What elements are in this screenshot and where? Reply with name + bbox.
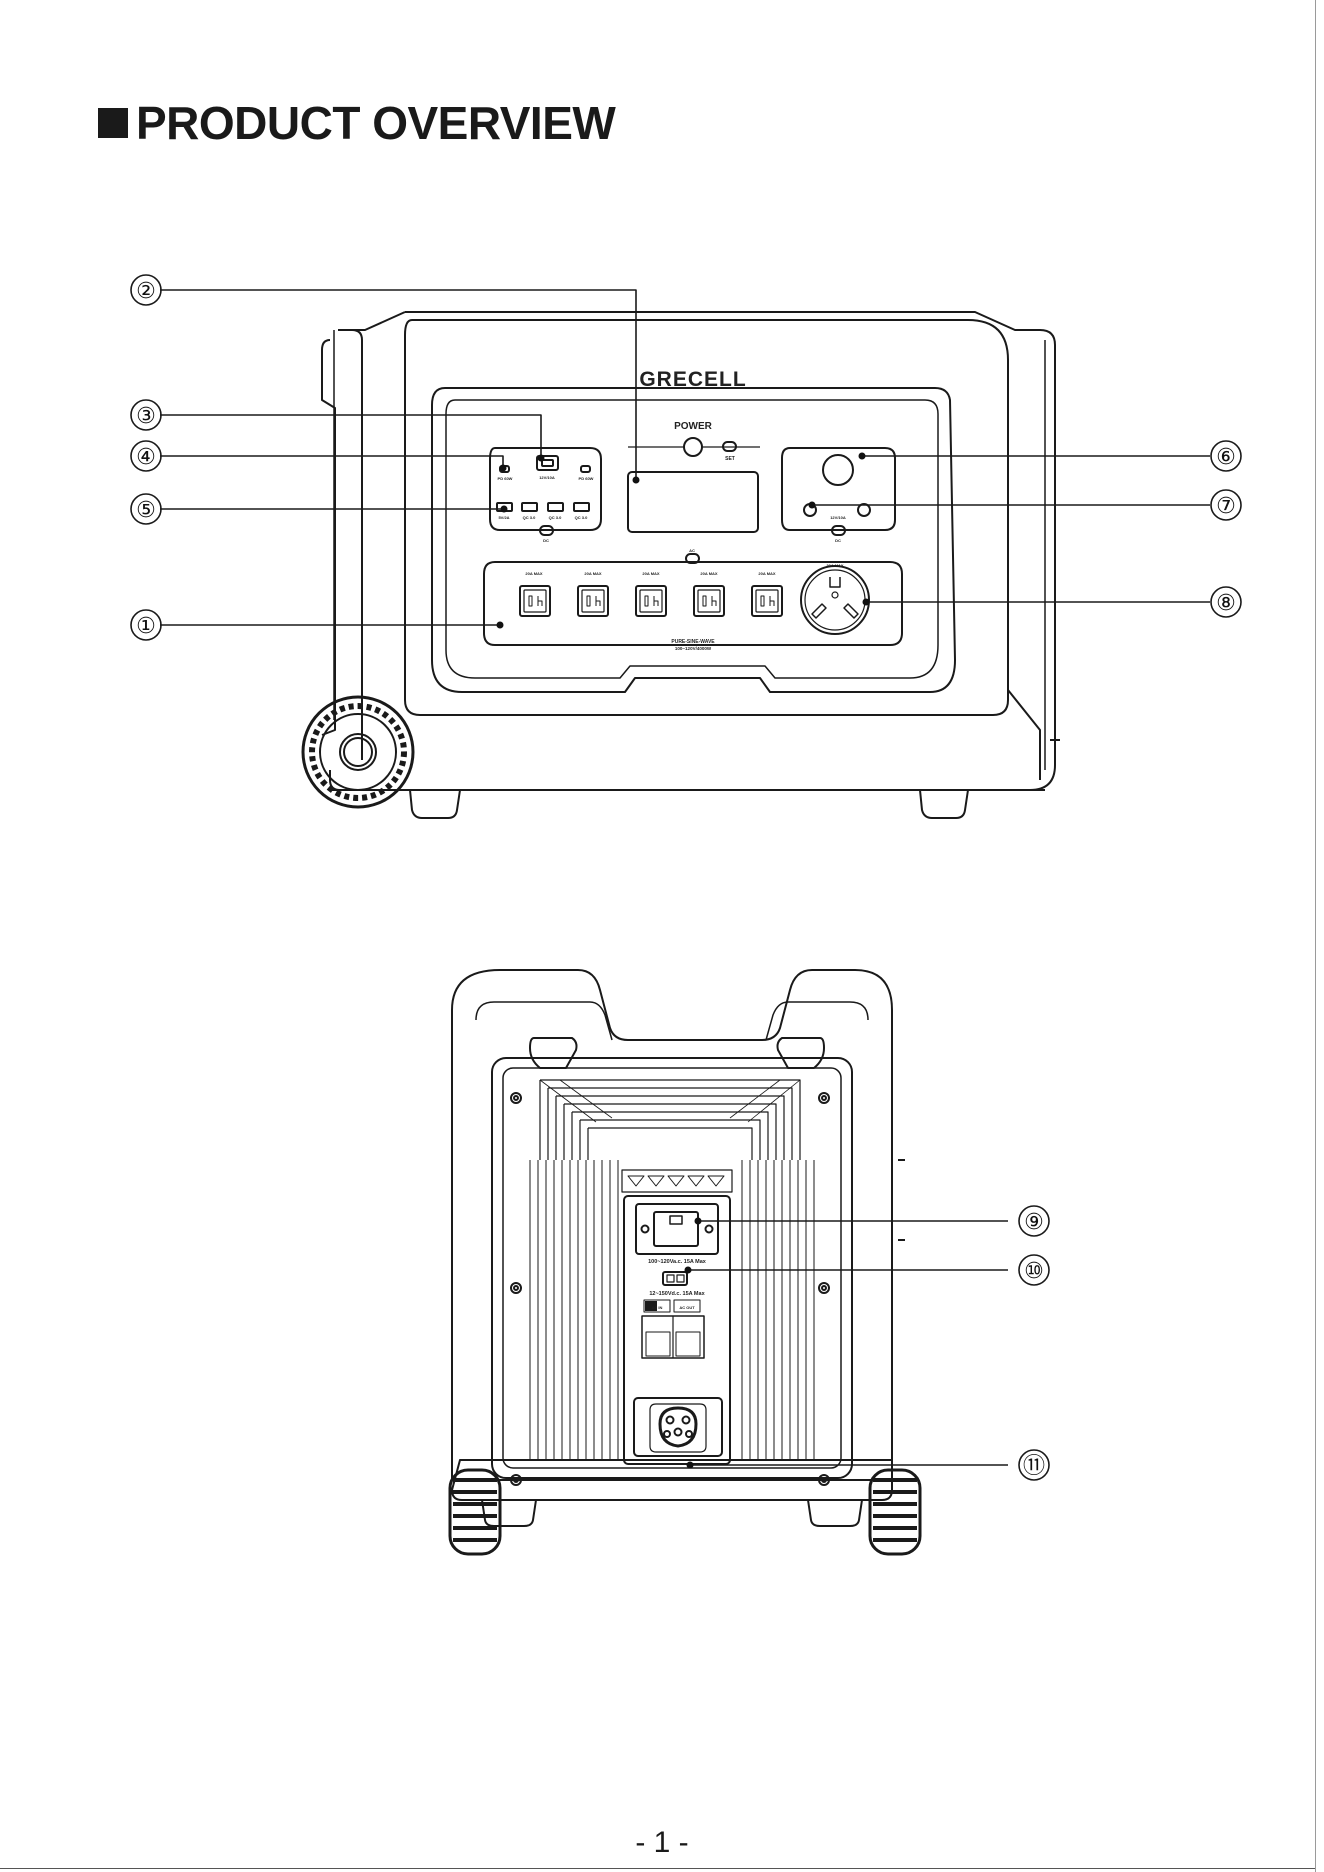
callout-leaders bbox=[160, 290, 1210, 1465]
page-number: - 1 - bbox=[0, 1826, 1324, 1860]
dc-input-rating: 12~150Vd.c. 15A Max bbox=[649, 1291, 705, 1297]
svg-text:20A MAX: 20A MAX bbox=[584, 571, 602, 576]
ac-outlet-4: 20A MAX bbox=[694, 571, 724, 616]
charging-port-icon bbox=[660, 1408, 696, 1446]
svg-text:20A MAX: 20A MAX bbox=[525, 571, 543, 576]
page-bottom-rule bbox=[0, 1868, 1315, 1869]
sine-wave-label: PURE-SINE-WAVE bbox=[671, 639, 715, 645]
callout-2: ② bbox=[136, 279, 156, 304]
ac-outlet-2: 20A MAX bbox=[578, 571, 608, 616]
wheel-left bbox=[303, 697, 413, 807]
ac-outlet-5: 20A MAX bbox=[752, 571, 782, 616]
callout-5: ⑤ bbox=[136, 498, 156, 523]
usb-a-2-label: QC 3.0 bbox=[523, 515, 536, 520]
callout-11: ⑪ bbox=[1023, 1454, 1045, 1479]
vent-grille bbox=[540, 1080, 800, 1160]
handle-left bbox=[530, 1038, 577, 1068]
pd-left-label: PD 60W bbox=[498, 476, 513, 481]
power-button-icon bbox=[684, 438, 702, 456]
wheel-back-left bbox=[450, 1470, 500, 1554]
svg-text:20A MAX: 20A MAX bbox=[642, 571, 660, 576]
wheel-back-right bbox=[870, 1470, 920, 1554]
usb-c-port-right-icon bbox=[581, 466, 590, 472]
usb-a-1-label: 5V/2A bbox=[498, 515, 509, 520]
callout-4: ④ bbox=[136, 445, 156, 470]
dc-right-button-label: DC bbox=[835, 538, 841, 543]
car-port-label: 12V/10A bbox=[539, 475, 555, 480]
ac-outlet-1: 20A MAX bbox=[520, 571, 550, 616]
ac-outlet-3: 20A MAX bbox=[636, 571, 666, 616]
usb-a-3-label: QC 3.0 bbox=[549, 515, 562, 520]
dc-5521-large-port-icon bbox=[823, 455, 853, 485]
breaker-label-left: AC IN bbox=[652, 1305, 663, 1310]
callout-7: ⑦ bbox=[1216, 494, 1236, 519]
svg-text:20A MAX: 20A MAX bbox=[758, 571, 776, 576]
back-view: 100~120Va.c. 15A Max 12~150Vd.c. 15A Max… bbox=[450, 970, 920, 1554]
tt30-outlet: 30A MAX bbox=[801, 563, 869, 634]
front-view: GRECELL POWER SET PD 60W 12V/10A PD 60W … bbox=[303, 312, 1060, 818]
usb-a-4-label: QC 3.0 bbox=[575, 515, 588, 520]
ac-input-port-icon bbox=[654, 1212, 698, 1246]
set-label: SET bbox=[725, 456, 735, 462]
usb-a-port-4-icon bbox=[574, 503, 589, 511]
dc-right-rating-label: 12V/10A bbox=[830, 515, 846, 520]
lcd-screen bbox=[628, 472, 758, 532]
svg-text:20A MAX: 20A MAX bbox=[700, 571, 718, 576]
handle-right bbox=[778, 1038, 825, 1068]
breaker-label-right: AC OUT bbox=[679, 1305, 695, 1310]
dc-button-label: DC bbox=[543, 538, 549, 543]
callout-10: ⑩ bbox=[1024, 1259, 1044, 1284]
callout-6: ⑥ bbox=[1216, 445, 1236, 470]
ac-rating-label: 100~120V/4000W bbox=[675, 646, 712, 651]
pd-right-label: PD 60W bbox=[579, 476, 594, 481]
usb-a-port-2-icon bbox=[522, 503, 537, 511]
page-edge-rule bbox=[1315, 0, 1316, 1872]
power-label: POWER bbox=[674, 421, 713, 432]
usb-a-port-3-icon bbox=[548, 503, 563, 511]
callout-1: ① bbox=[136, 614, 156, 639]
callout-3: ③ bbox=[136, 404, 156, 429]
callout-9: ⑨ bbox=[1024, 1210, 1044, 1235]
brand-logo: GRECELL bbox=[639, 368, 746, 391]
ac-button-label: AC bbox=[689, 548, 695, 553]
callout-8: ⑧ bbox=[1216, 591, 1236, 616]
ac-input-rating: 100~120Va.c. 15A Max bbox=[648, 1259, 707, 1265]
